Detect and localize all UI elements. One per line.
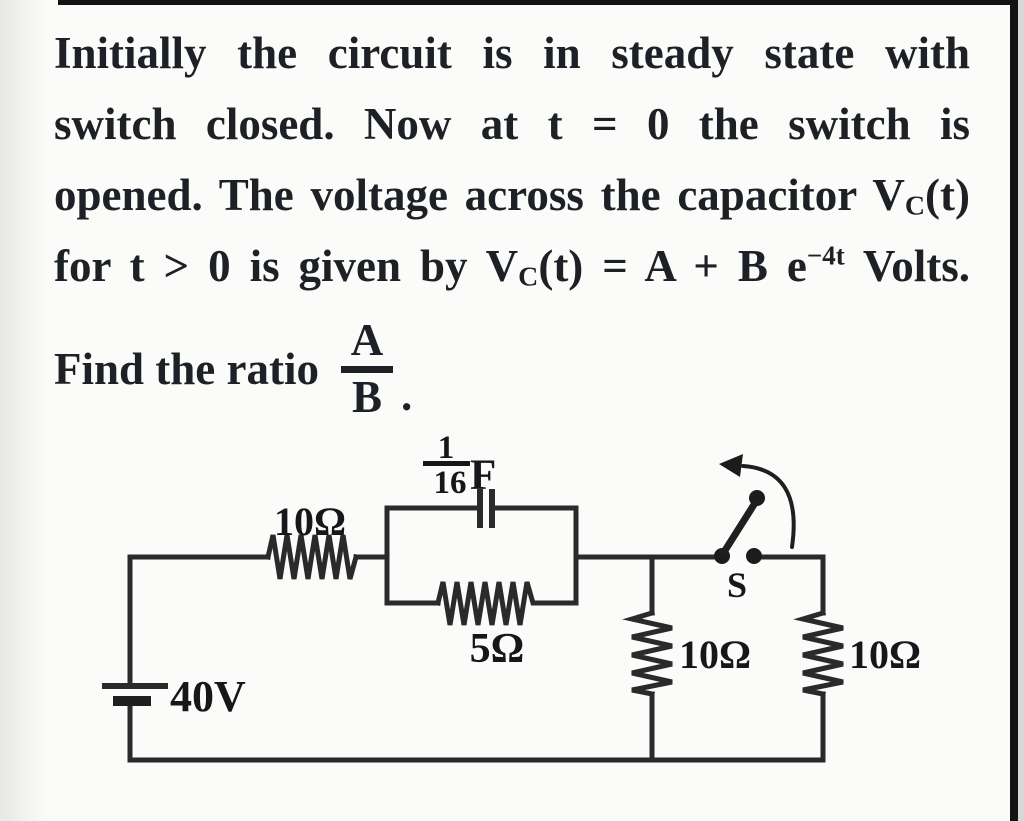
series-resistor-symbol (265, 534, 360, 580)
text-segment: opened. The voltage across the capacitor… (54, 170, 905, 220)
capacitor-fraction-numerator: 1 (438, 430, 455, 466)
problem-statement: Initially the circuit is in steady state… (54, 18, 970, 427)
problem-line-1: Initially the circuit is in steady state… (54, 28, 970, 78)
circuit-wires (127, 554, 826, 763)
branch2-resistor-symbol (793, 609, 844, 697)
text-segment: for t > 0 is given by V (54, 241, 519, 291)
fraction-bar (341, 365, 393, 373)
switch-right-contact (746, 548, 762, 564)
subscript-c: C (904, 190, 926, 222)
text-segment: . (401, 370, 413, 420)
scan-right-border (1010, 0, 1018, 821)
text-segment: Volts. (844, 241, 970, 291)
battery-symbol (102, 683, 168, 706)
problem-line-5: Find the ratio A B . (54, 311, 554, 427)
fraction-denominator: B (351, 371, 382, 422)
problem-line-4: for t > 0 is given by VC(t) = A + B e−4t… (54, 231, 970, 302)
capacitor-value-label: 1 16 F (423, 430, 496, 501)
series-resistor-label: 10Ω (274, 499, 346, 544)
text-segment: Find the ratio (54, 344, 319, 394)
fraction-numerator: A (350, 314, 384, 365)
battery-voltage-label: 40V (170, 672, 246, 721)
scan-right-edge (1018, 0, 1024, 821)
fraction-a-over-b: A B (341, 314, 393, 422)
text-segment: (t) = A + B e (538, 241, 807, 291)
parallel-resistor-symbol (434, 581, 539, 626)
switch-arc-arrowhead (719, 454, 743, 477)
capacitor-unit: F (470, 452, 496, 499)
capacitor-fraction-bar (423, 461, 470, 466)
switch-opening-arc (741, 464, 796, 549)
scan-left-shading (0, 0, 48, 821)
branch1-resistor-symbol (622, 609, 673, 697)
scan-top-border (58, 0, 1024, 5)
capacitor-fraction-denominator: 16 (434, 465, 467, 501)
switch-label: S (727, 565, 747, 605)
capacitor-symbol (477, 489, 495, 528)
branch2-resistor-label: 10Ω (849, 632, 921, 677)
problem-line-2: switch closed. Now at t = 0 the switch i… (54, 99, 970, 149)
branch1-resistor-label: 10Ω (679, 632, 751, 677)
text-segment: (t) (925, 170, 970, 220)
parallel-resistor-label: 5Ω (470, 626, 525, 672)
problem-line-3: opened. The voltage across the capacitor… (54, 160, 970, 231)
superscript-exponent: −4t (806, 240, 845, 271)
parallel-box-wires (384, 505, 579, 606)
switch-symbol (714, 454, 796, 564)
switch-lever (720, 499, 759, 556)
subscript-c: C (518, 261, 539, 293)
